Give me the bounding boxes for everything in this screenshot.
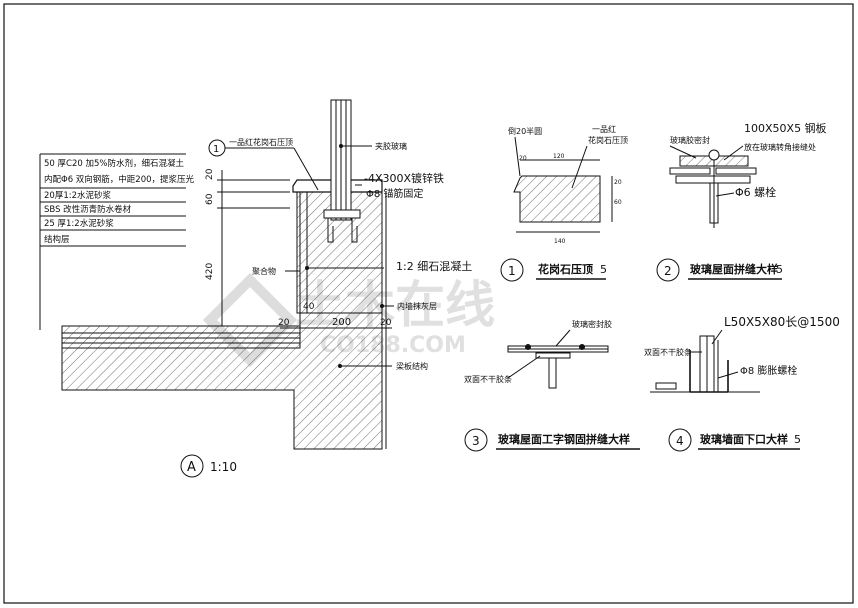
d1-title-scale: 5 (600, 263, 607, 276)
d2-title-scale: 5 (776, 263, 783, 276)
dim-b200: 200 (332, 317, 351, 328)
title-a-letter: A (187, 460, 196, 475)
d4-title-num: 4 (676, 434, 684, 448)
d2-title-circle (656, 258, 680, 282)
d2-bolt: Φ6 螺栓 (735, 185, 776, 199)
layer-4: 25 厚1:2水泥砂浆 (44, 218, 114, 229)
d1-stone-a: 一品红 (592, 124, 616, 134)
detail-2: 玻璃胶密封 100X50X5 钢板 放在玻璃转角接缝处 Φ6 螺栓 2 玻璃屋面… (656, 121, 827, 282)
d3-sealant: 玻璃密封胶 (572, 319, 612, 329)
d4-rubber: 双面不干胶条 (644, 347, 692, 357)
d2-steel-note: 放在玻璃转角接缝处 (744, 142, 816, 152)
d3-title-circle (464, 428, 488, 452)
layer-1b: 内配Φ6 双向钢筋，中距200，提浆压光 (44, 174, 195, 185)
d1-title-circle (500, 258, 524, 282)
detail-4: L50X5X80长@1500 双面不干胶条 Φ8 膨胀螺栓 4 玻璃墙面下口大样… (644, 315, 840, 452)
layer-3: SBS 改性沥青防水卷材 (44, 204, 132, 215)
steel-plate (323, 209, 361, 219)
screed-layer (61, 325, 301, 349)
glass-label: 夹胶玻璃 (375, 141, 407, 151)
d4-base (655, 382, 677, 390)
fill-label: 1:2 细石混凝土 (396, 259, 472, 273)
d1-round-label: 倒20半圆 (508, 126, 542, 136)
d3-flange-top (535, 352, 571, 359)
d1-stone-b: 花岗石压顶 (588, 135, 628, 145)
d1-title-num: 1 (508, 264, 516, 278)
structure-label: 梁板结构 (396, 361, 428, 371)
plaster-label: 内墙抹灰层 (397, 301, 437, 311)
bolt-label: Φ8 锚筋固定 (366, 187, 423, 200)
d1-dim-side-a: 20 (614, 179, 622, 186)
d2-sealant: 玻璃胶密封 (670, 135, 710, 145)
sheet-border (3, 3, 854, 604)
d1-dim-corner: 20 (519, 155, 527, 162)
detail-a: 50 厚C20 加5%防水剂，细石混凝土 内配Φ6 双向钢筋，中距200，提浆压… (39, 99, 472, 478)
detail-1: 120 140 20 60 20 倒20半圆 一品红 花岗石压顶 1 花岗石压顶… (500, 124, 628, 282)
dim-b20a: 20 (278, 318, 290, 328)
d4-title-scale: 5 (794, 433, 801, 446)
dim-60: 60 (205, 193, 215, 205)
d4-title-circle (668, 428, 692, 452)
d3-rubber: 双面不干胶条 (464, 374, 512, 384)
d2-tee (675, 175, 751, 184)
d4-angle-label: L50X5X80长@1500 (724, 315, 840, 329)
dim-40: 40 (303, 302, 315, 312)
d2-steel: 100X50X5 钢板 (744, 121, 827, 135)
dim-20: 20 (205, 168, 215, 180)
d4-title: 玻璃墙面下口大样 (700, 432, 788, 446)
d3-title: 玻璃屋面工字钢固拼缝大样 (498, 432, 630, 446)
d2-title: 玻璃屋面拼缝大样 (690, 262, 778, 276)
dim-420: 420 (205, 263, 215, 280)
d1-dim-side-b: 60 (614, 199, 622, 206)
layer-legend: 50 厚C20 加5%防水剂，细石混凝土 内配Φ6 双向钢筋，中距200，提浆压… (39, 153, 195, 330)
d1-dim-bottom: 140 (554, 238, 566, 245)
layer-2: 20厚1:2水泥砂浆 (44, 190, 111, 201)
d4-bolt: Φ8 膨胀螺栓 (740, 364, 797, 377)
d1-title: 花岗石压顶 (538, 262, 593, 276)
steel-label: -4X300X镀锌铁 (364, 171, 444, 185)
d1-dim-top: 120 (553, 153, 565, 160)
d2-glass-left (669, 167, 711, 175)
d3-web (548, 357, 557, 389)
layer-1: 50 厚C20 加5%防水剂，细石混凝土 (44, 158, 184, 169)
callout-1-num: 1 (213, 144, 219, 155)
d2-glass-right (715, 167, 757, 175)
dim-b20b: 20 (380, 318, 392, 328)
title-a-circle (180, 454, 204, 478)
sealant-label: 聚合物 (252, 266, 276, 276)
title-a-scale: 1:10 (210, 460, 237, 474)
granite-coping (513, 175, 601, 223)
d3-title-num: 3 (472, 434, 480, 448)
layer-5: 结构层 (44, 234, 70, 245)
detail-3: 玻璃密封胶 双面不干胶条 3 玻璃屋面工字钢固拼缝大样 (464, 319, 640, 452)
d2-title-num: 2 (664, 264, 672, 278)
callout-1-text: 一品红花岗石压顶 (229, 137, 293, 147)
